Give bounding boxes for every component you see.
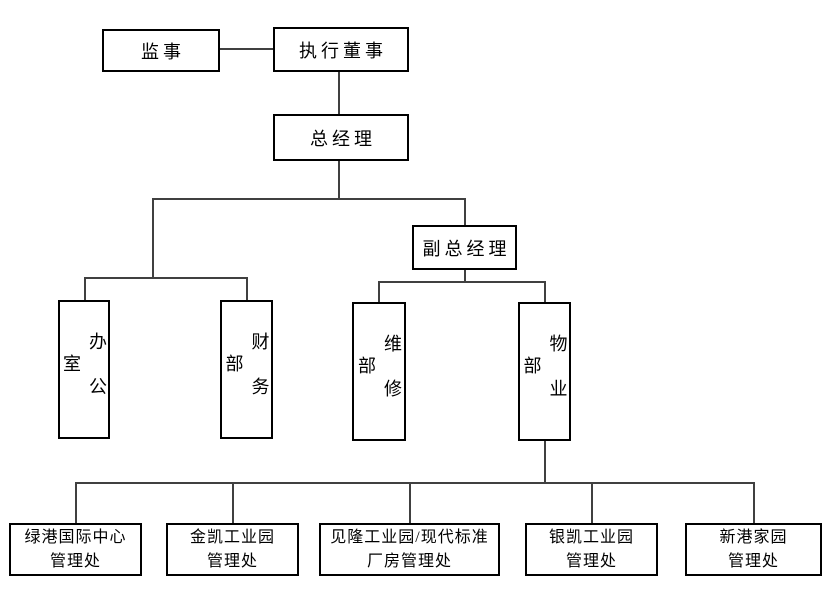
connector-property-trunk xyxy=(544,441,546,483)
connector-executive-director-general-manager xyxy=(338,72,340,114)
org-node-jianlong-industrial-park-office: 见隆工业园/现代标准 厂房管理处 xyxy=(319,523,500,576)
connector-drop-property xyxy=(544,281,546,303)
org-node-xingang-label: 新港家园 管理处 xyxy=(719,528,788,570)
org-node-jinkai-industrial-park-office: 金凯工业园 管理处 xyxy=(166,523,299,576)
org-node-executive-director-label: 执行董事 xyxy=(299,40,387,61)
org-node-supervisor-label: 监事 xyxy=(141,41,185,62)
connector-branch-drop-deputy xyxy=(464,198,466,225)
org-node-maintenance-dept: 维修部 xyxy=(352,302,406,441)
org-node-deputy-general-manager: 副总经理 xyxy=(412,225,517,270)
connector-drop-finance xyxy=(246,277,248,301)
connector-branch-drop-left xyxy=(152,198,154,278)
connector-drop-yinkai xyxy=(591,482,593,523)
connector-maintenance-property-bar xyxy=(378,281,545,283)
org-node-deputy-general-manager-label: 副总经理 xyxy=(422,238,511,259)
connector-drop-maintenance xyxy=(378,281,380,303)
org-node-supervisor: 监事 xyxy=(102,29,220,72)
org-node-office-label: 办公室 xyxy=(61,331,107,422)
org-node-jinkai-label: 金凯工业园 管理处 xyxy=(189,528,275,570)
org-node-executive-director: 执行董事 xyxy=(273,27,409,72)
connector-drop-jianlong xyxy=(409,482,411,523)
org-node-maintenance-dept-label: 维修部 xyxy=(356,333,402,424)
org-node-lvgang-international-center-office: 绿港国际中心 管理处 xyxy=(9,523,142,576)
connector-offices-bar xyxy=(75,482,754,484)
connector-drop-office xyxy=(84,277,86,301)
org-node-property-dept: 物业部 xyxy=(518,302,571,441)
org-node-office: 办公室 xyxy=(58,300,110,439)
org-node-jianlong-label: 见隆工业园/现代标准 厂房管理处 xyxy=(330,528,489,570)
org-node-property-dept-label: 物业部 xyxy=(521,333,568,424)
connector-drop-jinkai xyxy=(232,482,234,523)
connector-supervisor-executive-director xyxy=(220,48,273,50)
org-node-finance-dept-label: 财务部 xyxy=(223,331,270,422)
org-node-lvgang-label: 绿港国际中心 管理处 xyxy=(24,528,127,570)
connector-general-manager-trunk xyxy=(338,160,340,199)
org-node-xingang-home-office: 新港家园 管理处 xyxy=(685,523,822,576)
connector-deputy-trunk xyxy=(464,269,466,282)
connector-drop-lvgang xyxy=(75,482,77,523)
org-node-yinkai-label: 银凯工业园 管理处 xyxy=(548,528,634,570)
org-node-finance-dept: 财务部 xyxy=(220,300,273,439)
org-node-general-manager-label: 总经理 xyxy=(310,128,376,149)
org-node-general-manager: 总经理 xyxy=(273,114,409,161)
connector-general-manager-branch-bar xyxy=(152,198,465,200)
org-node-yinkai-industrial-park-office: 银凯工业园 管理处 xyxy=(525,523,658,576)
connector-drop-xingang xyxy=(753,482,755,523)
connector-office-finance-bar xyxy=(84,277,247,279)
